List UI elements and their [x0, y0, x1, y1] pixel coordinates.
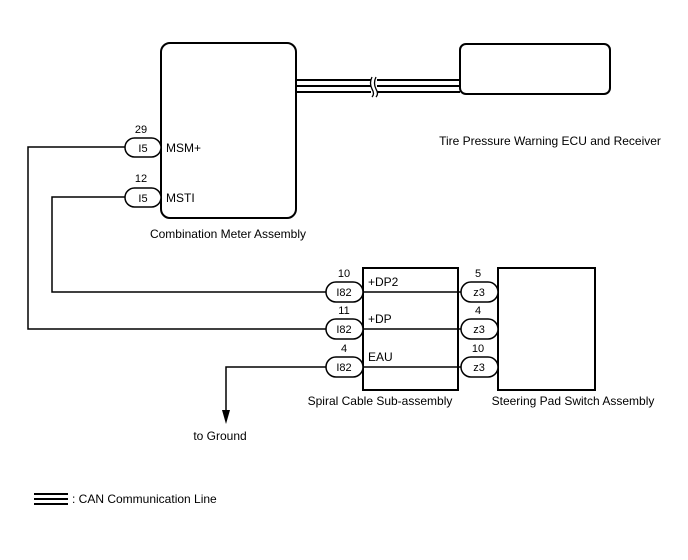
wire-msm-to-dp: [27, 146, 326, 330]
spiral-pin-dp: 11 I82 +DP: [325, 305, 392, 340]
pin-number: 10: [338, 268, 350, 280]
signal-label: +DP2: [368, 275, 399, 289]
connector-oval: [325, 281, 364, 303]
connector-oval: [325, 318, 364, 340]
connector-id: I5: [138, 193, 147, 205]
pin-number: 29: [135, 124, 147, 136]
combination-meter-box: [160, 42, 297, 219]
pin-number: 11: [338, 305, 349, 317]
steering-pad-label: Steering Pad Switch Assembly: [492, 394, 655, 408]
meter-pin-msm: 29 I5 MSM+: [124, 124, 201, 158]
connector-oval: [460, 318, 499, 340]
wire-msti-to-dp2: [51, 196, 326, 293]
pin-number: 5: [475, 268, 481, 280]
legend: : CAN Communication Line: [34, 492, 217, 506]
connector-id: I82: [336, 362, 351, 374]
wires: [27, 146, 461, 412]
steering-pin-3: 10 z3: [460, 343, 499, 378]
ground-arrow-icon: [222, 410, 230, 424]
steering-pin-1: 5 z3: [460, 268, 499, 303]
connector-id: z3: [473, 362, 485, 374]
connector-id: z3: [473, 324, 485, 336]
connector-id: I5: [138, 143, 147, 155]
pin-number: 10: [472, 343, 484, 355]
spiral-pin-eau: 4 I82 EAU: [325, 343, 393, 378]
ground-label: to Ground: [193, 429, 246, 443]
connector-oval: [460, 281, 499, 303]
pin-number: 4: [341, 343, 347, 355]
signal-label: MSTI: [166, 191, 195, 205]
spiral-pin-dp2: 10 I82 +DP2: [325, 268, 399, 303]
can-communication-line: [296, 79, 460, 93]
tpms-ecu-box: [459, 43, 611, 95]
connector-id: I82: [336, 287, 351, 299]
signal-label: MSM+: [166, 141, 201, 155]
pin-number: 4: [475, 305, 481, 317]
tpms-ecu-label: Tire Pressure Warning ECU and Receiver: [439, 134, 661, 148]
signal-label: EAU: [368, 350, 393, 364]
combination-meter-label: Combination Meter Assembly: [150, 227, 306, 241]
can-line-break-mark: [369, 76, 379, 98]
steering-pad-box: [497, 267, 596, 391]
legend-label: : CAN Communication Line: [72, 492, 217, 506]
connector-id: I82: [336, 324, 351, 336]
pin-number: 12: [135, 173, 147, 185]
connector-id: z3: [473, 287, 485, 299]
connector-oval: [325, 356, 364, 378]
connector-oval: [460, 356, 499, 378]
steering-pin-2: 4 z3: [460, 305, 499, 340]
spiral-cable-label: Spiral Cable Sub-assembly: [308, 394, 453, 408]
legend-can-line-icon: [34, 493, 68, 505]
signal-label: +DP: [368, 312, 392, 326]
wire-eau-to-ground: [225, 366, 326, 412]
meter-pin-msti: 12 I5 MSTI: [124, 173, 195, 208]
